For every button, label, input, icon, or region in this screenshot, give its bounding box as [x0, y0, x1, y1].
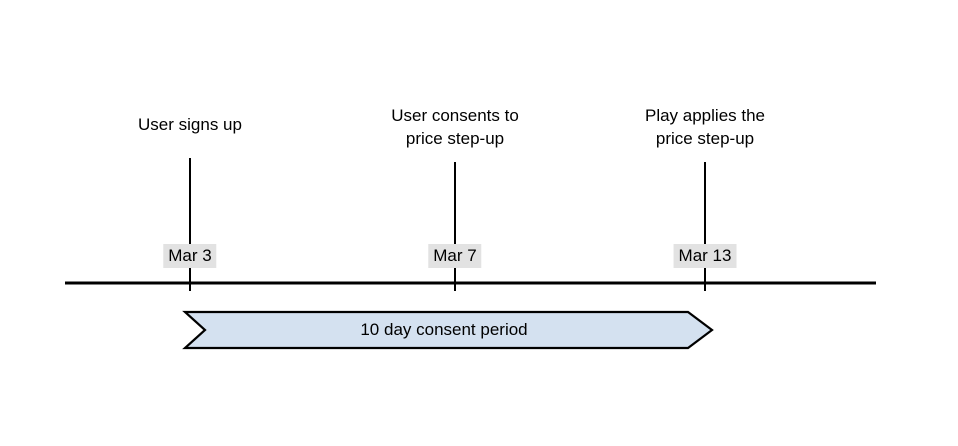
timeline-ticks-group [188, 158, 707, 291]
date-chip-user-signs-up: Mar 3 [163, 244, 217, 268]
event-label-play-applies-step-up: Play applies the price step-up [645, 104, 765, 150]
consent-period-label: 10 day consent period [360, 320, 528, 339]
event-label-user-signs-up: User signs up [138, 113, 242, 136]
event-label-user-consents: User consents to price step-up [391, 104, 519, 150]
event-label-line-1: User consents to [391, 106, 519, 125]
event-label-line-2: price step-up [655, 129, 755, 148]
event-label-line-1: User signs up [138, 115, 242, 134]
consent-period-arrow [182, 310, 714, 350]
event-label-line-1: Play applies the [644, 106, 766, 125]
event-label-line-2: price step-up [405, 129, 505, 148]
date-chip-play-applies-step-up: Mar 13 [673, 244, 737, 268]
date-chip-user-consents: Mar 7 [428, 244, 482, 268]
consent-period-banner-shape [182, 310, 714, 350]
